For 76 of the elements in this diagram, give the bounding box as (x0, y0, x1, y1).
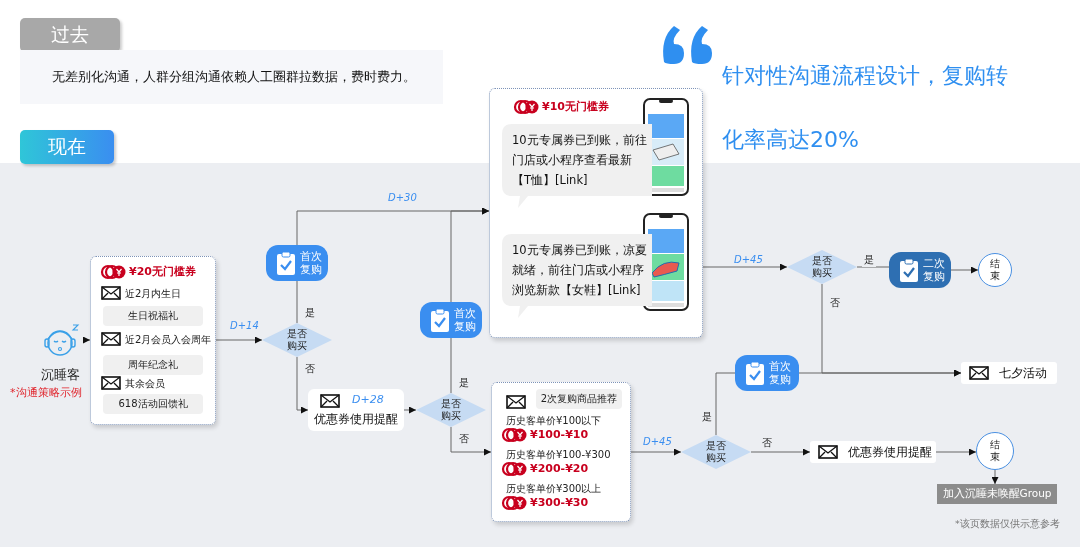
coupon-text: ¥20无门槛券 (129, 265, 196, 279)
decision-diamond: 是否购买 (262, 323, 332, 357)
recommendation-card (491, 382, 631, 522)
coupon-card (90, 256, 216, 425)
coupon-text: ¥300-¥30 (530, 496, 589, 510)
person-label: 沉睡客 (39, 366, 81, 384)
speech-bubble: 10元专属券已到账，前往门店或小程序查看最新【T恤】[Link] (502, 124, 652, 208)
arrow (750, 448, 811, 456)
section-tab: 过去 (20, 18, 120, 52)
decision-diamond: 是否购买 (416, 393, 486, 427)
message-label: 优惠券使用提醒 (313, 412, 399, 428)
coupon-card (489, 88, 703, 338)
purchase-badge (735, 355, 799, 391)
edge-label: D+45 (641, 436, 674, 447)
arrow (450, 207, 490, 303)
badge-label: 首次复购 (454, 307, 477, 335)
arrow (630, 448, 682, 456)
tag-label: 618活动回馈礼 (103, 394, 203, 414)
message-label: 七夕活动 (999, 366, 1047, 381)
edge-label: 是 (862, 253, 876, 267)
speech-bubble: 10元专属券已到账，凉夏就绪，前往门店或小程序浏览新款【女鞋】[Link] (502, 234, 652, 318)
edge-label: 是 (700, 410, 714, 424)
edge-label: 否 (457, 432, 471, 446)
caption-text: *沟通策略示例 (10, 385, 83, 401)
purchase-badge (889, 252, 951, 288)
arrow (296, 356, 309, 414)
decision-diamond: 是否购买 (681, 435, 751, 469)
section-tab: 现在 (20, 130, 114, 164)
edge-label: 否 (303, 362, 317, 376)
message-box (810, 441, 936, 463)
card-text: 近2月内生日 (125, 287, 182, 301)
edge-label: 否 (828, 296, 842, 310)
tag-label: 2次复购商品推荐 (536, 389, 622, 409)
connector-line (450, 337, 452, 394)
purchase-badge (266, 245, 328, 281)
arrow (798, 369, 962, 377)
edge-label: 是 (457, 376, 471, 390)
edge-label: 是 (303, 306, 317, 320)
delay-label: D+28 (352, 393, 384, 406)
badge-label: 首次复购 (300, 250, 323, 278)
connector-line (296, 280, 298, 324)
connector-line (715, 372, 736, 436)
coupon-text: ¥10无门槛券 (542, 100, 609, 114)
purchase-badge (420, 302, 482, 338)
arrow (450, 426, 492, 456)
coupon-text: ¥200-¥20 (530, 462, 589, 476)
card-text: 历史客单价¥100-¥300 (506, 448, 611, 462)
arrow (215, 336, 263, 344)
connector-line (856, 266, 890, 268)
arrow (403, 406, 417, 414)
edge-label: D+30 (386, 192, 419, 203)
arrow (83, 336, 91, 344)
arrow (991, 469, 999, 485)
card-text: 历史客单价¥300以上 (506, 482, 602, 496)
arrow (935, 448, 977, 456)
text-panel: 无差别化沟通，人群分组沟通依赖人工圈群拉数据，费时费力。 (20, 50, 443, 104)
card-text: 历史客单价¥100以下 (506, 414, 602, 428)
badge-label: 首次复购 (769, 360, 792, 388)
title-text: 针对性沟通流程设计，复购转化率高达20% (722, 62, 1009, 154)
message-box (308, 389, 404, 431)
arrow (702, 263, 788, 271)
edge-label: 否 (760, 436, 774, 450)
tag-label: 周年纪念礼 (103, 355, 203, 375)
card-text: 其余会员 (125, 377, 165, 391)
coupon-text: ¥100-¥10 (530, 428, 589, 442)
footnote-text: *该页数据仅供示意参考 (955, 518, 1061, 531)
tag-label: 生日祝福礼 (103, 306, 203, 326)
card-text: 近2月会员入会周年 (125, 333, 212, 347)
badge-label: 二次复购 (923, 257, 946, 285)
decision-diamond: 是否购买 (787, 250, 857, 284)
group-label-box: 加入沉睡未唤醒Group (937, 484, 1057, 504)
edge-label: D+45 (732, 254, 765, 265)
message-label: 优惠券使用提醒 (848, 445, 932, 460)
edge-label: D+14 (228, 320, 261, 331)
message-box (961, 362, 1057, 384)
arrow (950, 266, 979, 274)
